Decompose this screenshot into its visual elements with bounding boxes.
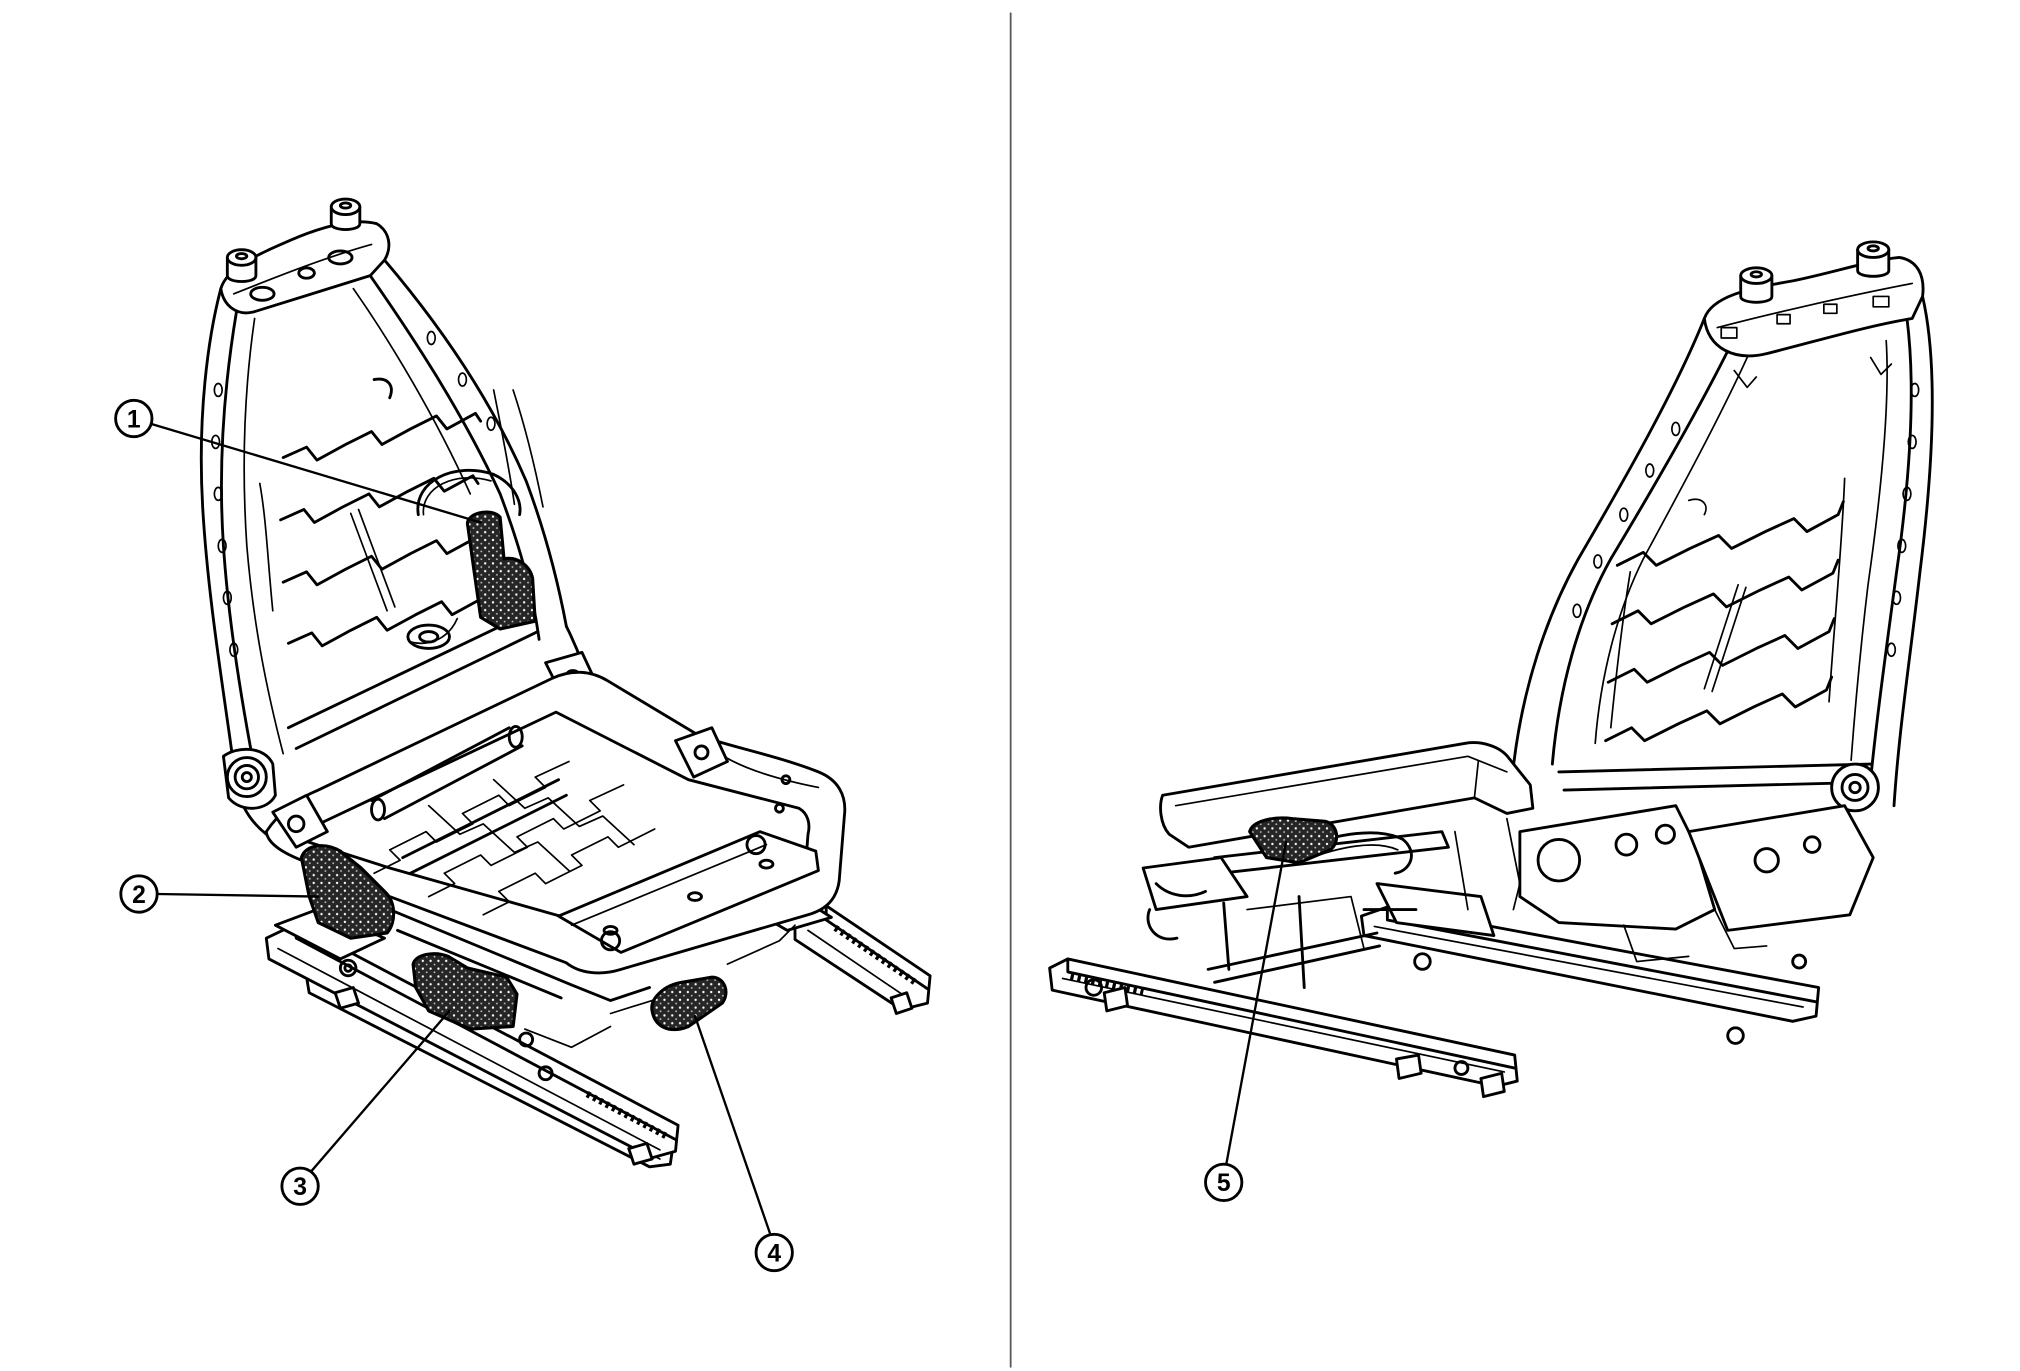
component-3 <box>411 952 519 1031</box>
component-4 <box>650 975 728 1032</box>
callout-1-label: 1 <box>127 406 141 433</box>
callout-5: 5 <box>1204 840 1288 1202</box>
component-5 <box>1248 816 1339 865</box>
callout-5-leader <box>1225 840 1288 1166</box>
right-seat-view <box>1048 240 1934 1099</box>
callout-1-leader <box>149 422 482 524</box>
callout-1: 1 <box>114 398 482 524</box>
callout-4: 4 <box>693 1014 794 1273</box>
callout-3-label: 3 <box>293 1174 307 1201</box>
headrest-posts <box>1739 240 1891 304</box>
cushion-frame <box>1159 741 1875 963</box>
height-adjust-mechanism <box>1141 817 1521 989</box>
component-1 <box>466 510 537 631</box>
cushion-frame <box>264 670 847 975</box>
callout-2-leader <box>156 892 320 898</box>
cushion-springs <box>373 760 656 916</box>
callout-3-circle <box>280 1166 320 1206</box>
callout-2-label: 2 <box>132 882 146 909</box>
back-springs <box>1604 477 1846 743</box>
component-2 <box>299 844 396 940</box>
callout-5-label: 5 <box>1217 1170 1231 1197</box>
callout-4-leader <box>693 1014 772 1236</box>
callout-3: 3 <box>280 1009 451 1206</box>
callout-2-circle <box>119 874 159 914</box>
seat-rails <box>1048 905 1821 1099</box>
seat-rails <box>264 897 932 1169</box>
callout-2: 2 <box>119 874 320 914</box>
callout-4-circle <box>754 1232 794 1273</box>
callout-4-label: 4 <box>767 1240 781 1267</box>
seatback-frame <box>1511 256 1934 808</box>
headrest-posts <box>225 197 362 283</box>
height-adjust-mechanism <box>388 908 796 1049</box>
callout-1-circle <box>114 398 154 439</box>
left-seat-view <box>199 197 932 1169</box>
callout-5-circle <box>1204 1162 1244 1202</box>
callout-3-leader <box>310 1009 451 1172</box>
